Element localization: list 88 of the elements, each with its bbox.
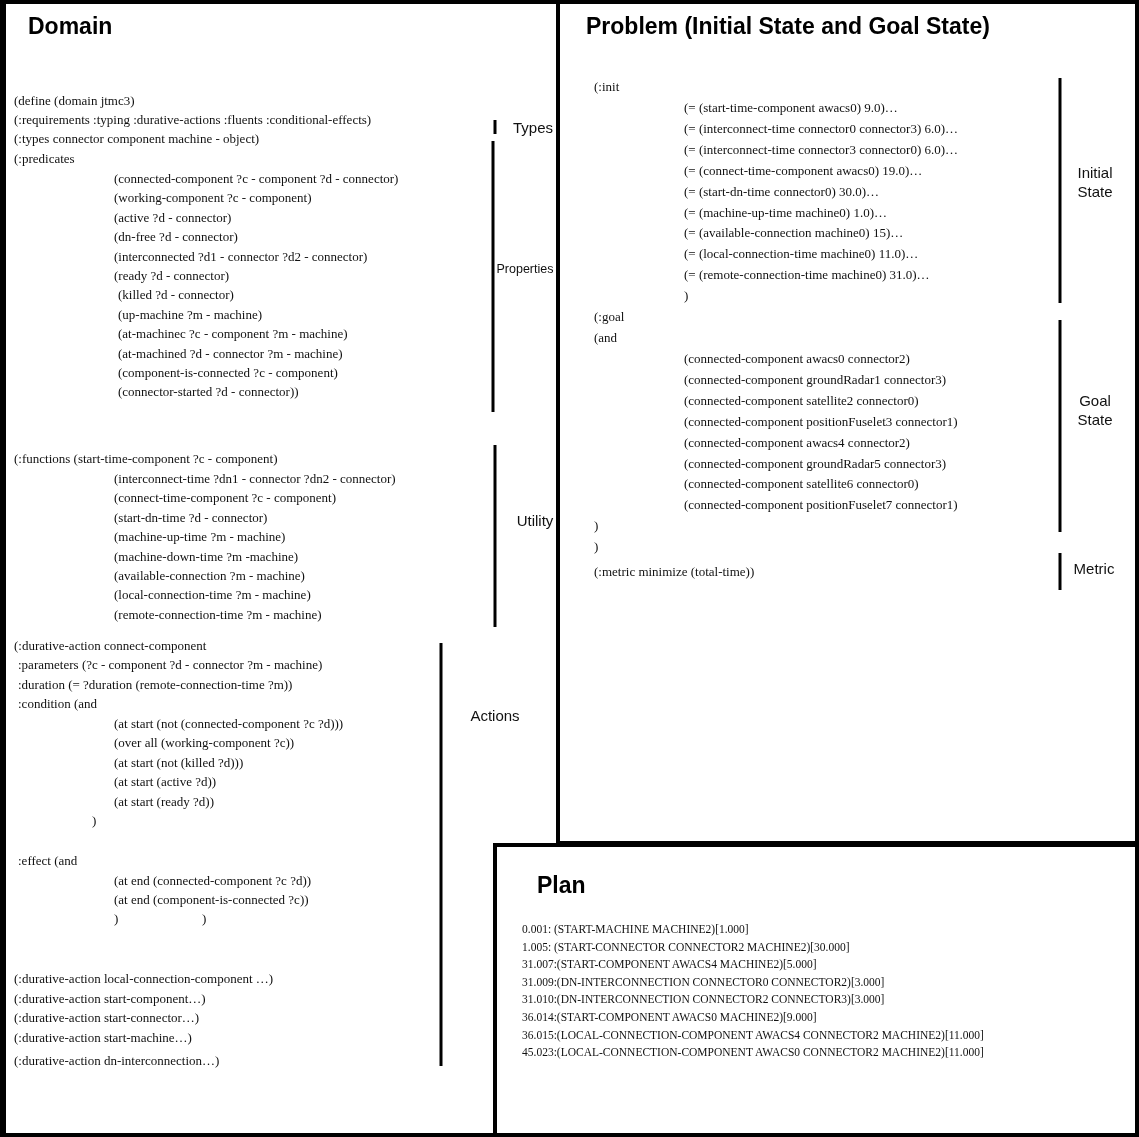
code-line: (:functions (start-time-component ?c - component) (14, 451, 278, 467)
code-line: 31.009:(DN-INTERCONNECTION CONNECTOR0 CONNECTOR2)[3.000] (522, 974, 885, 990)
code-line: 31.010:(DN-INTERCONNECTION CONNECTOR2 CONNECTOR3)[3.000] (522, 992, 885, 1008)
code-line: (:goal (594, 309, 625, 325)
panel-heading: Domain (28, 12, 113, 40)
code-line: (at-machined ?d - connector ?m - machine) (118, 345, 343, 362)
code-line: (= (interconnect-time connector0 connector3) 6.0)… (684, 120, 959, 137)
code-line: ) (92, 813, 97, 829)
code-line: (:durative-action local-connection-component …) (14, 971, 274, 987)
section-label: Actions (469, 706, 521, 725)
panel-heading: Plan (537, 871, 586, 899)
code-line: (working-component ?c - component) (114, 190, 312, 207)
code-line: (component-is-connected ?c - component) (118, 365, 338, 381)
code-line: :condition (and (18, 696, 98, 712)
code-line: 36.014:(START-COMPONENT AWACS0 MACHINE2)[9.000] (522, 1010, 817, 1025)
code-line: (= (remote-connection-time machine0) 31.0)… (684, 267, 930, 284)
panel-box (493, 843, 1139, 1137)
code-line: (= (connect-time-component awacs0) 19.0)… (684, 162, 923, 179)
section-label: Goal State (1076, 391, 1114, 429)
code-line: (dn-free ?d - connector) (114, 229, 238, 246)
code-line: (available-connection ?m - machine) (114, 568, 305, 584)
panel-heading: Problem (Initial State and Goal State) (586, 12, 990, 40)
code-line: 45.023:(LOCAL-CONNECTION-COMPONENT AWACS0 CONNECTOR2 MACHINE2)[11.000] (522, 1045, 984, 1061)
code-line: :duration (= ?duration (remote-connection-time ?m)) (18, 677, 293, 693)
code-line: (interconnect-time ?dn1 - connector ?dn2 - connector) (114, 471, 396, 487)
code-line: ) (594, 518, 599, 534)
code-line: (at end (connected-component ?c ?d)) (114, 873, 312, 889)
code-line: (start-dn-time ?d - connector) (114, 509, 268, 526)
section-label: Initial State (1076, 163, 1114, 201)
code-line: (= (start-time-component awacs0) 9.0)… (684, 100, 898, 116)
code-line: (at start (not (connected-component ?c ?d))) (114, 716, 344, 732)
code-line: (connected-component awacs4 connector2) (684, 434, 910, 451)
code-line: (active ?d - connector) (114, 209, 232, 226)
code-line: ) (594, 539, 599, 555)
code-line: (:durative-action connect-component (14, 638, 207, 654)
section-label: Types (512, 118, 554, 137)
section-label: Utility (515, 511, 555, 530)
code-line: 1.005: (START-CONNECTOR CONNECTOR2 MACHINE2)[30.000] (522, 939, 850, 955)
code-line: 0.001: (START-MACHINE MACHINE2)[1.000] (522, 922, 749, 937)
code-line: (ready ?d - connector) (114, 268, 230, 284)
code-line: (:durative-action start-connector…) (14, 1010, 200, 1026)
code-line: (:requirements :typing :durative-actions :fluents :conditional-effects) (14, 112, 372, 128)
code-line: :parameters (?c - component ?d - connector ?m - machine) (18, 657, 323, 673)
code-line: (= (machine-up-time machine0) 1.0)… (684, 204, 887, 221)
code-line: (:durative-action start-machine…) (14, 1030, 192, 1046)
code-line: (killed ?d - connector) (118, 287, 234, 304)
code-line: (:durative-action start-component…) (14, 991, 206, 1007)
section-label: Metric (1072, 559, 1116, 578)
code-line: (:predicates (14, 151, 75, 167)
code-line: (connect-time-component ?c - component) (114, 490, 336, 507)
code-line: (= (available-connection machine0) 15)… (684, 225, 904, 242)
code-line: :effect (and (18, 853, 78, 869)
code-line: (at end (component-is-connected ?c)) (114, 892, 309, 908)
code-line: (at-machinec ?c - component ?m - machine) (118, 326, 348, 343)
code-line: (= (local-connection-time machine0) 11.0)… (684, 246, 919, 263)
code-line: (define (domain jtmc3) (14, 93, 135, 109)
code-line: (over all (working-component ?c)) (114, 735, 295, 752)
code-line: (connected-component ?c - component ?d - connector) (114, 171, 399, 187)
code-line: (connector-started ?d - connector)) (118, 384, 299, 401)
code-line: (= (start-dn-time connector0) 30.0)… (684, 183, 880, 200)
code-line: (at start (ready ?d)) (114, 793, 214, 810)
code-line: (= (interconnect-time connector3 connector0) 6.0)… (684, 141, 959, 158)
code-line: (connected-component satellite2 connector0) (684, 392, 919, 409)
code-line: (up-machine ?m - machine) (118, 306, 262, 323)
code-line: (machine-down-time ?m -machine) (114, 548, 299, 565)
code-line: (:metric minimize (total-time)) (594, 564, 755, 580)
code-line: (interconnected ?d1 - connector ?d2 - connector) (114, 248, 368, 265)
code-line: (connected-component satellite6 connector0) (684, 476, 919, 493)
code-line: (:durative-action dn-interconnection…) (14, 1053, 220, 1069)
code-line: (connected-component positionFuselet7 connector1) (684, 497, 958, 514)
code-line: ) (114, 911, 119, 927)
code-line: (:init (594, 79, 620, 95)
code-line: (at start (active ?d)) (114, 774, 217, 791)
code-line: (connected-component awacs0 connector2) (684, 351, 910, 367)
code-line: 31.007:(START-COMPONENT AWACS4 MACHINE2)[5.000] (522, 957, 817, 973)
section-label: Properties (496, 261, 554, 278)
code-line: (connected-component positionFuselet3 connector1) (684, 413, 958, 430)
code-line: 36.015:(LOCAL-CONNECTION-COMPONENT AWACS4 CONNECTOR2 MACHINE2)[11.000] (522, 1027, 984, 1043)
code-line: ) (684, 288, 689, 304)
code-line: (at start (not (killed ?d))) (114, 754, 244, 771)
code-line: (and (594, 330, 618, 346)
code-line: (remote-connection-time ?m - machine) (114, 606, 322, 623)
code-line: (machine-up-time ?m - machine) (114, 529, 286, 546)
code-line: (connected-component groundRadar5 connector3) (684, 455, 947, 472)
code-line: (:types connector component machine - object) (14, 131, 260, 147)
code-line: (connected-component groundRadar1 connector3) (684, 371, 947, 388)
code-line: (local-connection-time ?m - machine) (114, 587, 311, 604)
code-line: ) (202, 911, 207, 927)
